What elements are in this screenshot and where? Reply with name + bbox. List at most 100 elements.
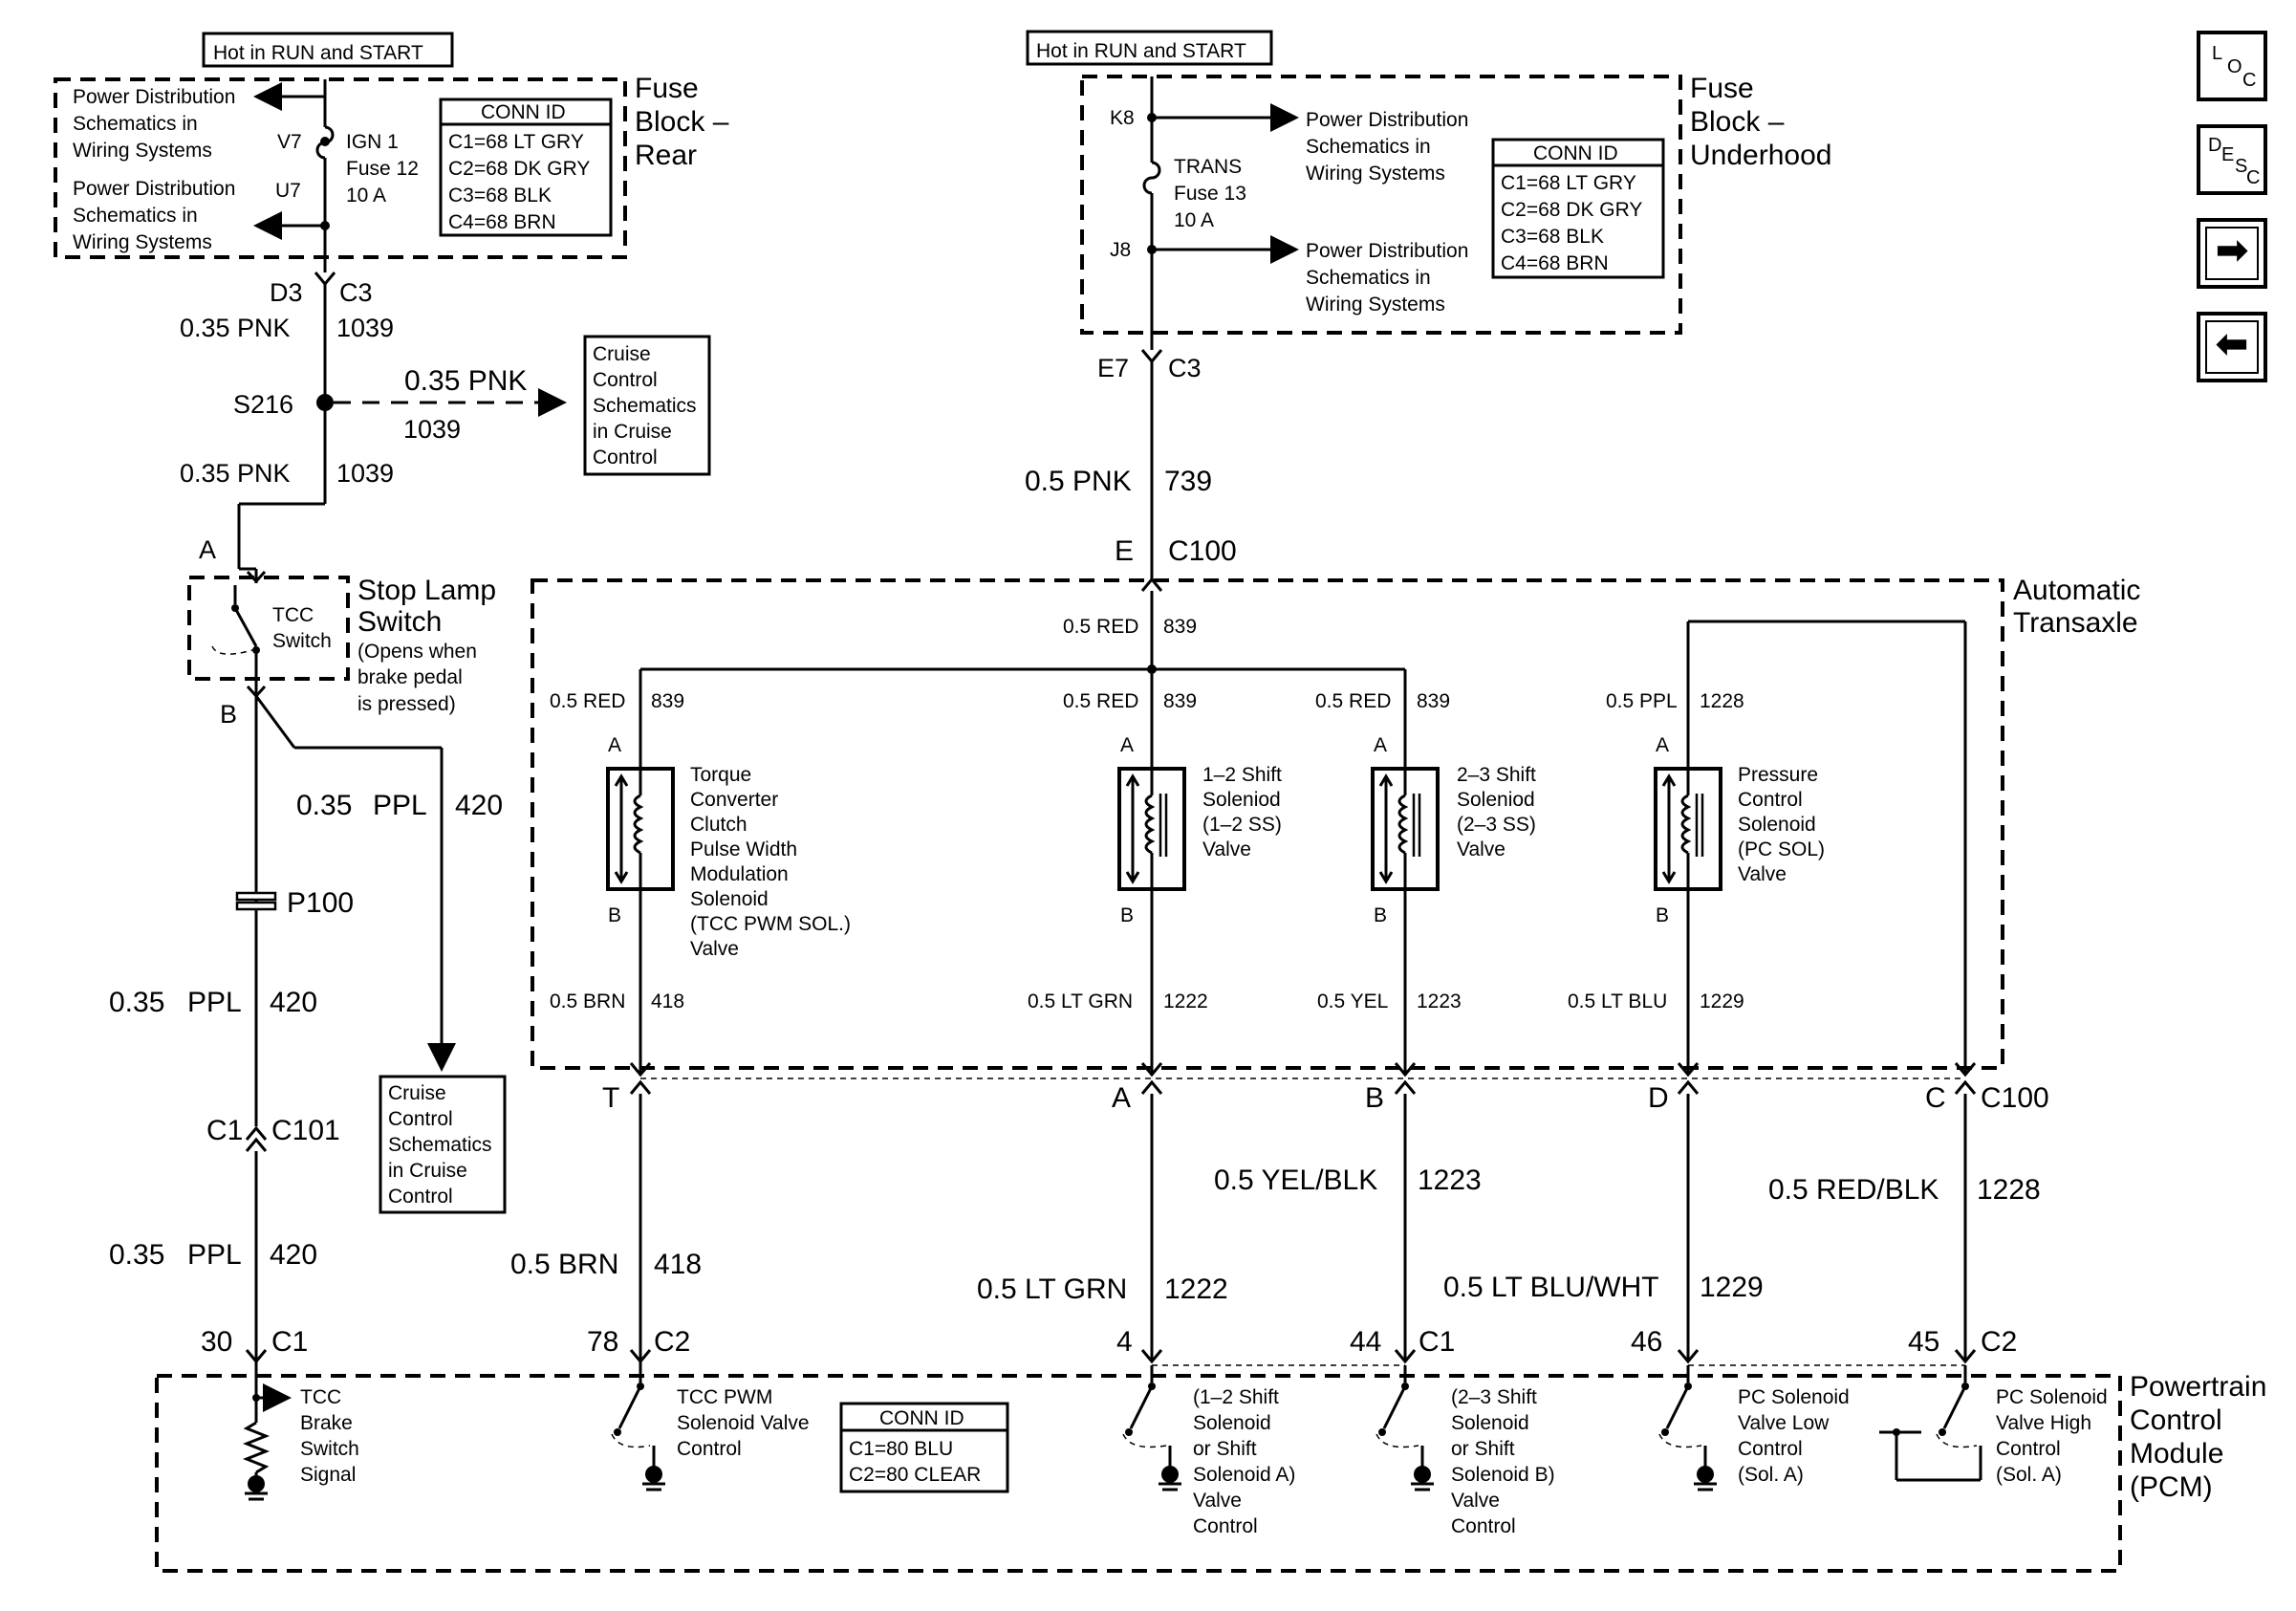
pcm-pin-4: 4 [1116,1326,1133,1358]
power-distribution-ref-3: Power Distribution Schematics in Wiring … [1306,109,1474,185]
ss23-bot-wire-num: 1223 [1417,991,1462,1012]
pcm-title: Powertrain Control Module (PCM) [2130,1371,2275,1503]
pc-low-control-circuit: PC Solenoid Valve Low Control (Sol. A) [1658,1365,1855,1491]
tcc-switch-contact [233,607,258,647]
ss12-solenoid-label: 1–2 Shift Soleniod (1–2 SS) Valve [1202,764,1288,860]
description-button[interactable]: D E S C [2197,124,2267,195]
c101-label: C101 [271,1115,340,1146]
power-distribution-ref-1: Power Distribution Schematics in Wiring … [73,86,241,162]
wire-739-label: 739 [1164,466,1212,497]
stop-lamp-pin-a-label: A [199,535,216,564]
automatic-transaxle-title: Automatic Transaxle [2013,575,2149,639]
pcm-conn-id-lines: C1=80 BLU C2=80 CLEAR [849,1438,981,1486]
pcm-conn-c2-a: C2 [654,1326,690,1358]
ss23-control-circuit: (2–3 Shift Solenoid or Shift Solenoid B)… [1375,1365,1560,1537]
c100-pin-t: T [602,1082,619,1114]
solenoid-pressure-control: 0.5 PPL 1228 A B 0.5 LT BLU 1229 Pressur… [1568,690,1830,1075]
pin-e7-label: E7 [1097,354,1129,382]
wire-05-redblk-label: 0.5 RED/BLK [1768,1174,1939,1206]
fuse-block-underhood-outline [1080,75,1682,335]
ss23-pin-b: B [1374,904,1387,926]
location-button[interactable]: L O C [2197,31,2267,101]
bus-05-red-label: 0.5 RED [1063,616,1138,638]
wire-05-brn-label: 0.5 BRN [510,1249,618,1280]
tcc-pwm-control-circuit: TCC PWM Solenoid Valve Control [611,1361,810,1491]
wire-1222-label: 1222 [1164,1274,1228,1305]
wire-1039-label-2: 1039 [336,459,394,488]
pin-j8-label: J8 [1110,239,1131,261]
desc-letter-d: D [2208,135,2222,156]
ss23-top-wire-color: 0.5 RED [1315,690,1391,712]
arrow-right-icon: ➡ [2216,229,2248,272]
connector-e7-c3-symbol [1140,349,1163,364]
power-distribution-ref-4: Power Distribution Schematics in Wiring … [1306,240,1474,316]
c100-pin-b: B [1365,1082,1384,1114]
center-feed: 0.5 PNK 739 E C100 [1025,361,1237,592]
next-page-button[interactable]: ➡ [2197,218,2267,289]
pc-solenoid-label: Pressure Control Solenoid (PC SOL) Valve [1738,764,1830,885]
stop-lamp-pin-b-label: B [220,700,237,729]
c100-label-bottom: C100 [1981,1082,2049,1114]
wire-05-ltgrn-label: 0.5 LT GRN [977,1274,1127,1305]
wire-ppl-label-5: PPL [187,1239,242,1271]
cruise-control-ref-box-1 [583,335,711,476]
wire-420-label-5: 420 [270,1239,317,1271]
pc-low-driver-switch [1665,1385,1690,1429]
hot-in-run-start-label-box-2 [1026,30,1273,66]
tcc-pwm-solenoid-label: Torque Converter Clutch Pulse Width Modu… [690,764,856,960]
ss12-bot-wire-color: 0.5 LT GRN [1028,991,1133,1012]
conn-c100-label-top: C100 [1168,535,1237,567]
pin-e-label: E [1115,535,1134,567]
pc-top-wire-num: 1228 [1700,690,1744,712]
ss12-pin-a: A [1120,734,1134,756]
pc-high-driver-switch [1942,1385,1967,1429]
tcc-bot-wire-num: 418 [651,991,684,1012]
pin-u7-label: U7 [275,180,301,202]
pc-low-control-label: PC Solenoid Valve Low Control (Sol. A) [1738,1386,1855,1486]
pcm-conn-id-title: CONN ID [879,1407,964,1429]
loc-letter-c: C [2242,70,2257,91]
fuse-block-underhood-title: Fuse Block – Underhood [1690,73,1831,171]
conn-id-title-underhood: CONN ID [1533,142,1618,164]
pcm-conn-c1: C1 [1419,1326,1455,1358]
connector-d3-c3-symbol [314,272,336,287]
solenoid-1-2-shift: 0.5 RED 839 A B 0.5 LT GRN 1222 1–2 Shif… [1028,669,1288,1075]
ss23-control-label: (2–3 Shift Solenoid or Shift Solenoid B)… [1451,1386,1560,1537]
ss23-top-wire-num: 839 [1417,690,1450,712]
cruise-control-ref-1: Cruise Control Schematics in Cruise Cont… [593,343,702,468]
pcm-pin-45: 45 [1908,1326,1939,1358]
ss12-bot-wire-num: 1222 [1163,991,1208,1012]
ss12-driver-switch [1129,1385,1154,1429]
wire-1039-label-1: 1039 [336,314,394,342]
pcm-outline [155,1374,2122,1573]
stop-lamp-switch-note: (Opens when brake pedal is pressed) [357,641,483,715]
wire-1223-label: 1223 [1418,1165,1482,1196]
pc-pin-a: A [1656,734,1669,756]
c100-pin-a: A [1112,1082,1131,1114]
previous-page-button[interactable]: ⬅ [2197,312,2267,382]
c100-pin-c: C [1925,1082,1946,1114]
ign1-fuse12-label: IGN 1 Fuse 12 10 A [346,131,424,207]
pcm-conn-id-box [839,1402,1009,1493]
pull-up-resistor-symbol [242,1421,271,1474]
wire-035-pnk-label-2: 0.35 PNK [180,459,291,488]
branch-035-label: 0.35 [296,790,352,821]
loc-letter-l: L [2212,43,2223,64]
tcc-bot-wire-color: 0.5 BRN [550,991,625,1012]
fuse-block-rear: Hot in RUN and START Fuse Block – Rear P… [54,32,729,307]
branch-ppl-label: PPL [373,790,427,821]
p100-connector [235,891,277,911]
pcm-conn-c2-b: C2 [1981,1326,2017,1358]
pin-d3-label: D3 [270,278,303,307]
pin-v7-label: V7 [277,131,302,153]
c100-pin-d: D [1648,1082,1669,1114]
hot-in-run-start-label-box [202,32,454,68]
pcm-harness-wires: 0.5 BRN 418 0.5 LT GRN 1222 0.5 YEL/BLK … [510,1094,2041,1366]
fuse-block-underhood: Hot in RUN and START Fuse Block – Underh… [1026,30,1831,382]
wire-418-label: 418 [654,1249,702,1280]
conn-id-lines-rear: C1=68 LT GRY C2=68 DK GRY C3=68 BLK C4=6… [448,131,596,233]
ss23-pin-a: A [1374,734,1387,756]
tcc-brake-switch-signal-circuit: TCC Brake Switch Signal [242,1361,359,1501]
stop-lamp-switch-outline [187,576,350,681]
